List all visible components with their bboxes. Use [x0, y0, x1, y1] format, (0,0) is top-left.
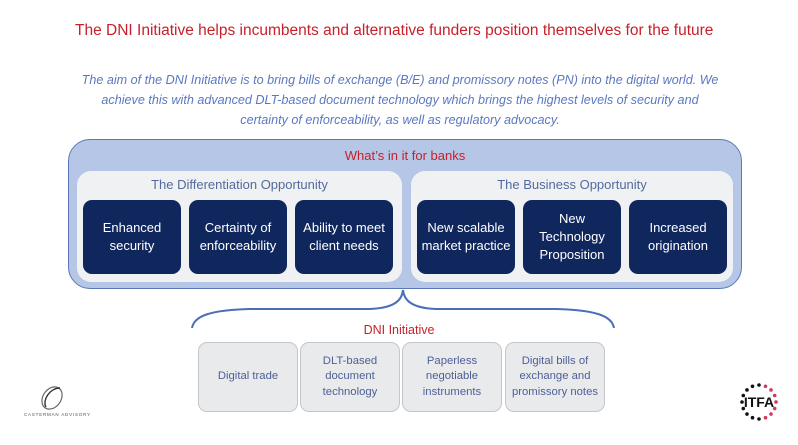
- benefit-card: Increased origination: [629, 200, 727, 274]
- group-title: The Differentiation Opportunity: [151, 177, 328, 192]
- benefit-card-label: Certainty of enforceability: [199, 220, 277, 253]
- benefit-card-label: Increased origination: [648, 220, 708, 253]
- itfa-dot: [769, 412, 773, 416]
- banks-benefits-panel: What’s in it for banks The Differentiati…: [68, 139, 742, 289]
- dni-initiative-title: DNI Initiative: [363, 323, 435, 337]
- benefit-card-label: Ability to meet client needs: [303, 220, 385, 253]
- benefit-card: Enhanced security: [83, 200, 181, 274]
- dni-item: DLT-based document technology: [300, 342, 400, 412]
- itfa-dot: [740, 400, 744, 404]
- itfa-dot: [741, 406, 746, 411]
- itfa-dot: [757, 417, 761, 421]
- benefit-card-label: Enhanced security: [102, 220, 162, 253]
- business-opportunity-group: The Business Opportunity New scalable ma…: [411, 171, 733, 282]
- itfa-dot: [763, 384, 768, 389]
- itfa-dot: [774, 400, 778, 404]
- itfa-dot: [745, 388, 749, 392]
- group-title: The Business Opportunity: [497, 177, 647, 192]
- benefit-card-label: New Technology Proposition: [539, 211, 605, 262]
- itfa-dot: [763, 415, 768, 420]
- itfa-dot: [745, 412, 749, 416]
- itfa-dot: [750, 384, 755, 389]
- benefit-card-label: New scalable market practice: [421, 220, 511, 253]
- dni-item: Paperless negotiable instruments: [402, 342, 502, 412]
- slide-title: The DNI Initiative helps incumbents and …: [75, 22, 714, 39]
- dni-item-label: DLT-based document technology: [322, 354, 378, 398]
- dni-item: Digital trade: [198, 342, 298, 412]
- itfa-dot: [769, 388, 773, 392]
- dni-item-label: Digital bills of exchange and promissory…: [511, 354, 598, 398]
- benefit-card: New scalable market practice: [417, 200, 515, 274]
- differentiation-opportunity-group: The Differentiation Opportunity Enhanced…: [77, 171, 402, 282]
- dni-item: Digital bills of exchange and promissory…: [505, 342, 605, 412]
- itfa-dot: [757, 383, 761, 387]
- curly-brace-connector: [191, 289, 615, 328]
- itfa-logo-icon: ITFA: [740, 383, 778, 421]
- benefit-card: Ability to meet client needs: [295, 200, 393, 274]
- dni-item-label: Digital trade: [217, 370, 279, 383]
- itfa-dot: [750, 415, 755, 420]
- intro-text: The aim of the DNI Initiative is to brin…: [81, 73, 719, 127]
- itfa-logo-text: ITFA: [744, 394, 774, 410]
- itfa-dot: [741, 393, 746, 398]
- banks-panel-title: What’s in it for banks: [344, 148, 466, 163]
- casterman-logo-icon: [41, 386, 63, 410]
- dni-item-label: Paperless negotiable instruments: [422, 354, 482, 398]
- itfa-dot: [772, 406, 777, 411]
- benefit-card: Certainty of enforceability: [189, 200, 287, 274]
- casterman-logo-text: CASTERMAN ADVISORY: [24, 412, 91, 417]
- benefit-card: New Technology Proposition: [523, 200, 621, 274]
- itfa-dot: [772, 393, 777, 398]
